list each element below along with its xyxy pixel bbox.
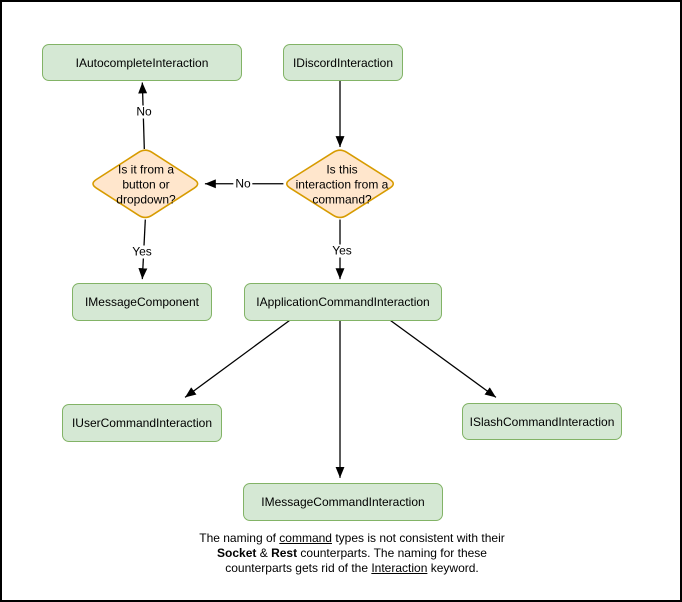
naming-note-line: counterparts gets rid of the Interaction… <box>225 561 479 575</box>
node-label: IUserCommandInteraction <box>71 416 213 430</box>
node-label: IAutocompleteInteraction <box>75 55 209 70</box>
edge-label-no-button-dropdown: No <box>233 176 253 191</box>
naming-note-line: The naming of command types is not consi… <box>199 531 505 545</box>
edge-to-slash-command <box>389 319 497 398</box>
edge-to-user-command <box>184 319 291 398</box>
node-label: ISlashCommandInteraction <box>469 414 615 429</box>
decision-button-dropdown-shape <box>92 149 199 219</box>
naming-note-line: Socket & Rest counterparts. The naming f… <box>217 546 487 560</box>
edge-label-yes-message-component: Yes <box>130 244 154 259</box>
naming-note: The naming of command types is not consi… <box>152 531 552 576</box>
decision-from-command-shape <box>285 149 395 219</box>
node-label: IMessageComponent <box>84 295 200 309</box>
node-label: IDiscordInteraction <box>292 55 394 70</box>
node-message-command-interaction: IMessageCommandInteraction <box>243 483 443 521</box>
node-message-component: IMessageComponent <box>72 283 212 321</box>
decision-button-dropdown-text: Is it from a button or dropdown? <box>116 162 176 207</box>
node-application-command-interaction: IApplicationCommandInteraction <box>244 283 442 321</box>
decision-from-command-text: Is this interaction from a command? <box>295 162 389 207</box>
node-user-command-interaction: IUserCommandInteraction <box>62 404 222 442</box>
edge-label-no-autocomplete: No <box>134 104 154 119</box>
node-discord-interaction: IDiscordInteraction <box>283 44 403 81</box>
node-label: IMessageCommandInteraction <box>261 495 425 509</box>
edge-label-yes-application-command: Yes <box>330 243 354 258</box>
node-autocomplete-interaction: IAutocompleteInteraction <box>42 44 242 81</box>
node-slash-command-interaction: ISlashCommandInteraction <box>462 403 622 440</box>
node-label: IApplicationCommandInteraction <box>256 295 430 309</box>
